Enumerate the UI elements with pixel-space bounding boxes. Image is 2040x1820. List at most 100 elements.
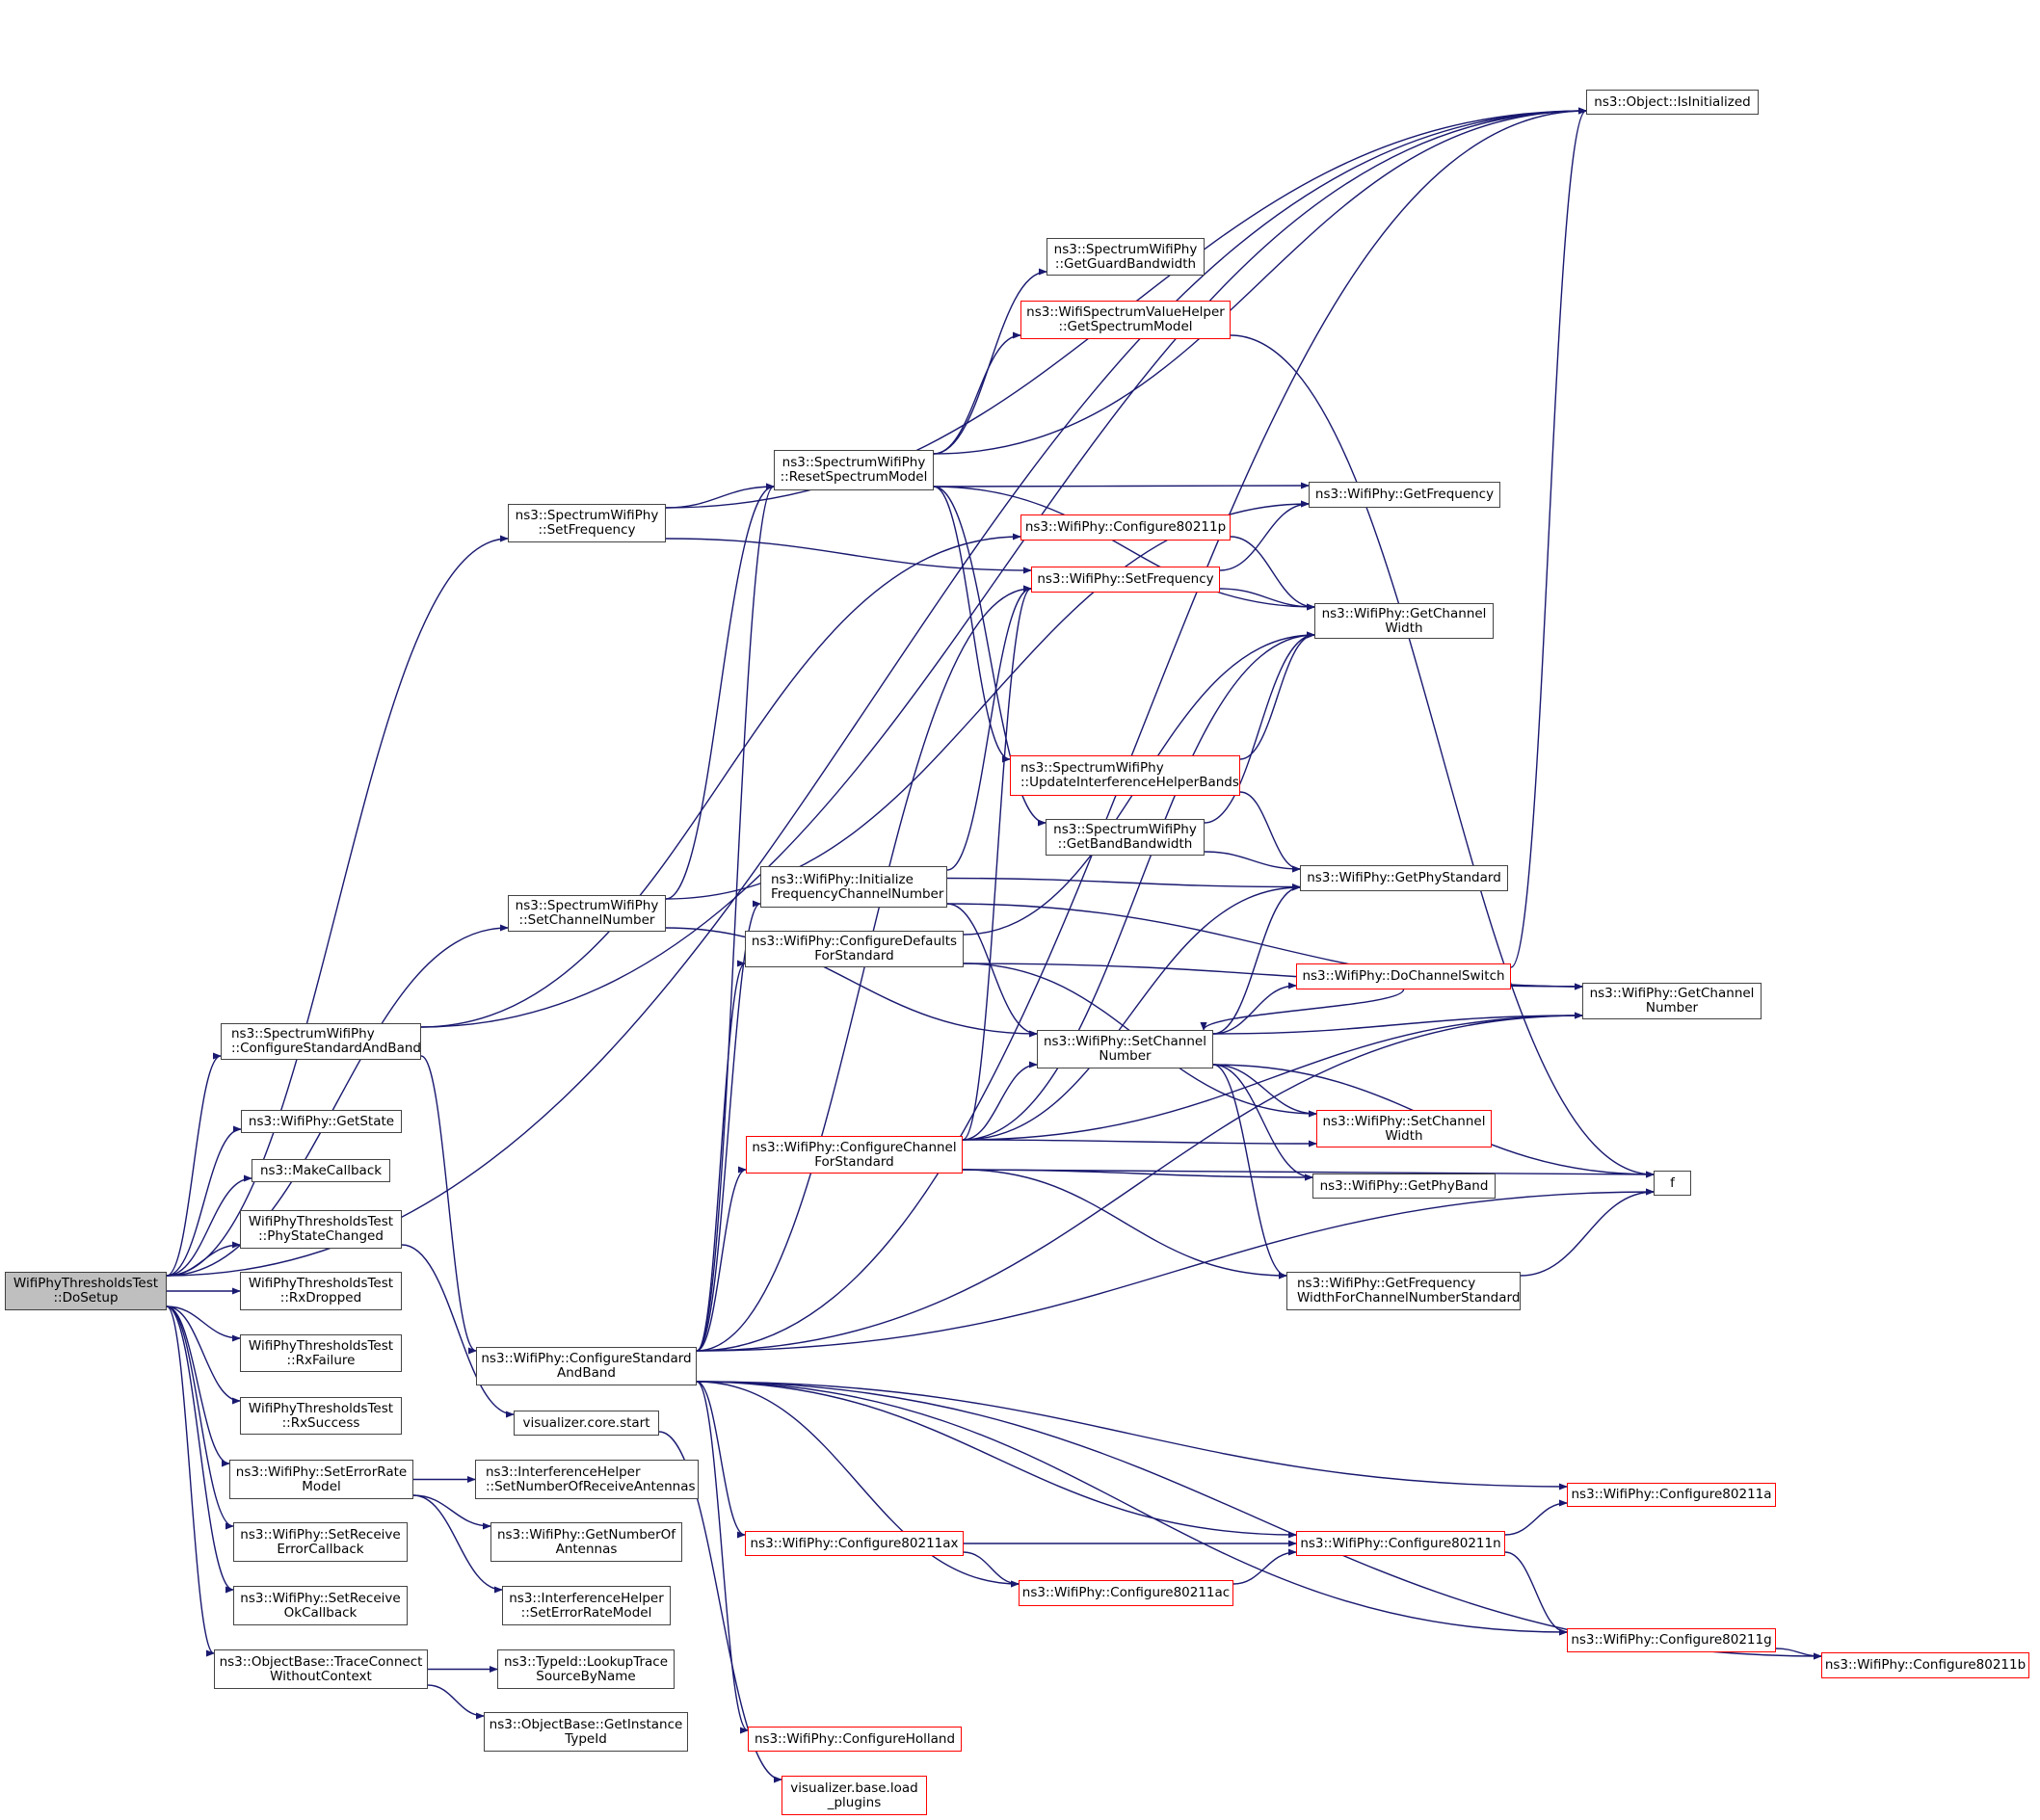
edge-wifi-cfg-sab-to-c80211ac	[696, 1381, 1020, 1588]
edge-dosetup-to-get-state	[166, 1125, 242, 1277]
node-c80211g[interactable]: ns3::WifiPhy::Configure80211g	[1567, 1628, 1776, 1652]
edge-cfg-ch-std-to-get-ch-width	[962, 631, 1315, 1141]
node-rx-failure[interactable]: WifiPhyThresholdsTest ::RxFailure	[240, 1334, 402, 1372]
edge-wifi-cfg-sab-to-c80211a	[696, 1381, 1568, 1490]
edge-cfg-ch-std-to-set-ch-num	[962, 1061, 1038, 1141]
node-set-erm[interactable]: ns3::WifiPhy::SetErrorRate Model	[229, 1460, 413, 1499]
node-cfg-ch-std[interactable]: ns3::WifiPhy::ConfigureChannel ForStanda…	[746, 1136, 963, 1174]
edge-spec-cfg-sab-to-wifi-cfg-sab	[420, 1055, 477, 1355]
edge-wifi-cfg-sab-to-cfg-holland	[696, 1381, 749, 1734]
edge-init-fcn-to-get-phy-std	[946, 877, 1301, 891]
node-trace-connect[interactable]: ns3::ObjectBase::TraceConnect WithoutCon…	[214, 1649, 428, 1689]
node-get-inst-tid[interactable]: ns3::ObjectBase::GetInstance TypeId	[484, 1712, 688, 1752]
edge-dosetup-to-isinit	[166, 107, 1587, 1277]
edge-wifi-cfg-sab-to-cfg-defaults	[696, 960, 746, 1352]
node-c80211a[interactable]: ns3::WifiPhy::Configure80211a	[1567, 1483, 1776, 1507]
edge-do-ch-switch-to-set-ch-num	[1200, 989, 1405, 1031]
node-dosetup[interactable]: WifiPhyThresholdsTest ::DoSetup	[5, 1272, 167, 1310]
edge-wifi-cfg-sab-to-c80211n	[696, 1381, 1297, 1539]
node-do-ch-switch[interactable]: ns3::WifiPhy::DoChannelSwitch	[1296, 963, 1511, 989]
node-get-phy-band[interactable]: ns3::WifiPhy::GetPhyBand	[1312, 1174, 1496, 1199]
node-make-cb[interactable]: ns3::MakeCallback	[252, 1159, 390, 1182]
node-c80211p[interactable]: ns3::WifiPhy::Configure80211p	[1020, 514, 1231, 541]
node-wifi-cfg-sab[interactable]: ns3::WifiPhy::ConfigureStandard AndBand	[476, 1347, 697, 1385]
node-lookup-trace[interactable]: ns3::TypeId::LookupTrace SourceByName	[497, 1649, 675, 1689]
edge-reset-spec-to-get-spec-model	[933, 331, 1021, 455]
node-get-phy-std[interactable]: ns3::WifiPhy::GetPhyStandard	[1300, 865, 1508, 891]
node-get-ch-width[interactable]: ns3::WifiPhy::GetChannel Width	[1314, 603, 1494, 639]
edge-dosetup-to-set-rx-ok-cb	[166, 1306, 234, 1594]
node-reset-spec[interactable]: ns3::SpectrumWifiPhy ::ResetSpectrumMode…	[774, 450, 934, 490]
node-set-ch-num[interactable]: ns3::WifiPhy::SetChannel Number	[1037, 1030, 1213, 1068]
node-phy-state-changed[interactable]: WifiPhyThresholdsTest ::PhyStateChanged	[240, 1210, 402, 1249]
edge-band-bw-to-get-ch-width	[1204, 631, 1315, 824]
edge-wifi-cfg-sab-to-isinit	[696, 107, 1587, 1352]
node-set-ch-width[interactable]: ns3::WifiPhy::SetChannel Width	[1316, 1110, 1492, 1147]
edge-update-ifh-to-get-phy-std	[1239, 791, 1301, 873]
node-get-spec-model[interactable]: ns3::WifiSpectrumValueHelper ::GetSpectr…	[1020, 301, 1231, 339]
edge-dosetup-to-spec-setch	[166, 924, 509, 1277]
edge-c80211ac-to-c80211n	[1232, 1548, 1297, 1585]
node-c80211n[interactable]: ns3::WifiPhy::Configure80211n	[1296, 1531, 1505, 1556]
edge-get-spec-model-to-f	[1230, 334, 1655, 1178]
node-isinit[interactable]: ns3::Object::IsInitialized	[1586, 90, 1759, 115]
node-rx-success[interactable]: WifiPhyThresholdsTest ::RxSuccess	[240, 1397, 402, 1435]
edge-do-ch-switch-to-get-ch-num	[1510, 983, 1583, 990]
node-c80211ax[interactable]: ns3::WifiPhy::Configure80211ax	[745, 1531, 964, 1556]
edge-reset-spec-to-guard-bw	[933, 268, 1047, 455]
edge-set-ch-num-to-do-ch-switch	[1212, 982, 1297, 1035]
node-get-ch-num[interactable]: ns3::WifiPhy::GetChannel Number	[1582, 983, 1762, 1019]
edge-cfg-ch-std-to-wifi-setfreq	[962, 585, 1032, 1141]
edge-wifi-cfg-sab-to-c80211b	[696, 1381, 1822, 1660]
edge-cfg-ch-std-to-set-ch-width	[962, 1139, 1317, 1147]
edge-dosetup-to-spec-cfg-sab	[166, 1052, 222, 1277]
node-guard-bw[interactable]: ns3::SpectrumWifiPhy ::GetGuardBandwidth	[1046, 238, 1205, 276]
edge-cfg-ch-std-to-get-fw-cns	[962, 1169, 1287, 1279]
edge-spec-setfreq-to-wifi-setfreq	[665, 538, 1032, 574]
node-cfg-defaults[interactable]: ns3::WifiPhy::ConfigureDefaults ForStand…	[745, 931, 964, 967]
edge-c80211n-to-c80211a	[1504, 1499, 1568, 1536]
edge-wifi-cfg-sab-to-c80211g	[696, 1381, 1568, 1636]
node-f[interactable]: f	[1654, 1171, 1691, 1196]
edge-wifi-cfg-sab-to-f	[696, 1188, 1655, 1352]
node-init-fcn[interactable]: ns3::WifiPhy::Initialize FrequencyChanne…	[760, 866, 947, 908]
node-band-bw[interactable]: ns3::SpectrumWifiPhy ::GetBandBandwidth	[1046, 819, 1205, 856]
node-vis-start[interactable]: visualizer.core.start	[514, 1411, 659, 1436]
node-load-plugins[interactable]: visualizer.base.load _plugins	[782, 1776, 927, 1815]
edge-reset-spec-to-update-ifh	[933, 486, 1011, 763]
node-set-rx-err-cb[interactable]: ns3::WifiPhy::SetReceive ErrorCallback	[233, 1522, 408, 1562]
edge-dosetup-to-rx-failure	[166, 1306, 241, 1342]
edge-phy-state-changed-to-vis-start	[401, 1244, 515, 1418]
edge-dosetup-to-make-cb	[166, 1174, 252, 1277]
node-wifi-setfreq[interactable]: ns3::WifiPhy::SetFrequency	[1031, 567, 1220, 593]
edge-reset-spec-to-get-ch-width	[933, 486, 1315, 611]
edge-get-fw-cns-to-f	[1520, 1188, 1655, 1277]
node-spec-setch[interactable]: ns3::SpectrumWifiPhy ::SetChannelNumber	[508, 895, 666, 932]
edge-c80211ax-to-c80211ac	[963, 1551, 1020, 1588]
edge-c80211p-to-get-ch-width	[1230, 536, 1315, 611]
node-update-ifh[interactable]: ns3::SpectrumWifiPhy ::UpdateInterferenc…	[1010, 755, 1240, 796]
node-spec-cfg-sab[interactable]: ns3::SpectrumWifiPhy ::ConfigureStandard…	[221, 1023, 421, 1060]
edge-dosetup-to-spec-setfreq	[166, 535, 509, 1277]
edge-vis-start-to-load-plugins	[658, 1431, 782, 1783]
node-ifh-set-erm[interactable]: ns3::InterferenceHelper ::SetErrorRateMo…	[502, 1586, 671, 1625]
edge-band-bw-to-get-phy-std	[1204, 851, 1301, 873]
edge-spec-setfreq-to-reset-spec	[665, 483, 775, 509]
node-get-state[interactable]: ns3::WifiPhy::GetState	[241, 1110, 402, 1133]
node-cfg-holland[interactable]: ns3::WifiPhy::ConfigureHolland	[748, 1727, 962, 1752]
node-get-freq[interactable]: ns3::WifiPhy::GetFrequency	[1309, 482, 1500, 508]
edge-dosetup-to-rx-success	[166, 1306, 241, 1405]
node-get-num-ant[interactable]: ns3::WifiPhy::GetNumberOf Antennas	[490, 1522, 682, 1562]
node-set-rx-ok-cb[interactable]: ns3::WifiPhy::SetReceive OkCallback	[233, 1586, 408, 1625]
edge-set-erm-to-get-num-ant	[412, 1494, 491, 1530]
node-c80211ac[interactable]: ns3::WifiPhy::Configure80211ac	[1019, 1580, 1233, 1606]
edge-reset-spec-to-isinit	[933, 107, 1587, 455]
node-ifh-set-ant[interactable]: ns3::InterferenceHelper ::SetNumberOfRec…	[475, 1460, 699, 1499]
edge-spec-cfg-sab-to-c80211p	[420, 533, 1021, 1028]
node-get-fw-cns[interactable]: ns3::WifiPhy::GetFrequency WidthForChann…	[1286, 1272, 1521, 1310]
node-c80211b[interactable]: ns3::WifiPhy::Configure80211b	[1821, 1652, 2029, 1678]
node-rx-dropped[interactable]: WifiPhyThresholdsTest ::RxDropped	[240, 1272, 402, 1310]
edge-set-erm-to-ifh-set-erm	[412, 1494, 503, 1594]
node-spec-setfreq[interactable]: ns3::SpectrumWifiPhy ::SetFrequency	[508, 504, 666, 542]
